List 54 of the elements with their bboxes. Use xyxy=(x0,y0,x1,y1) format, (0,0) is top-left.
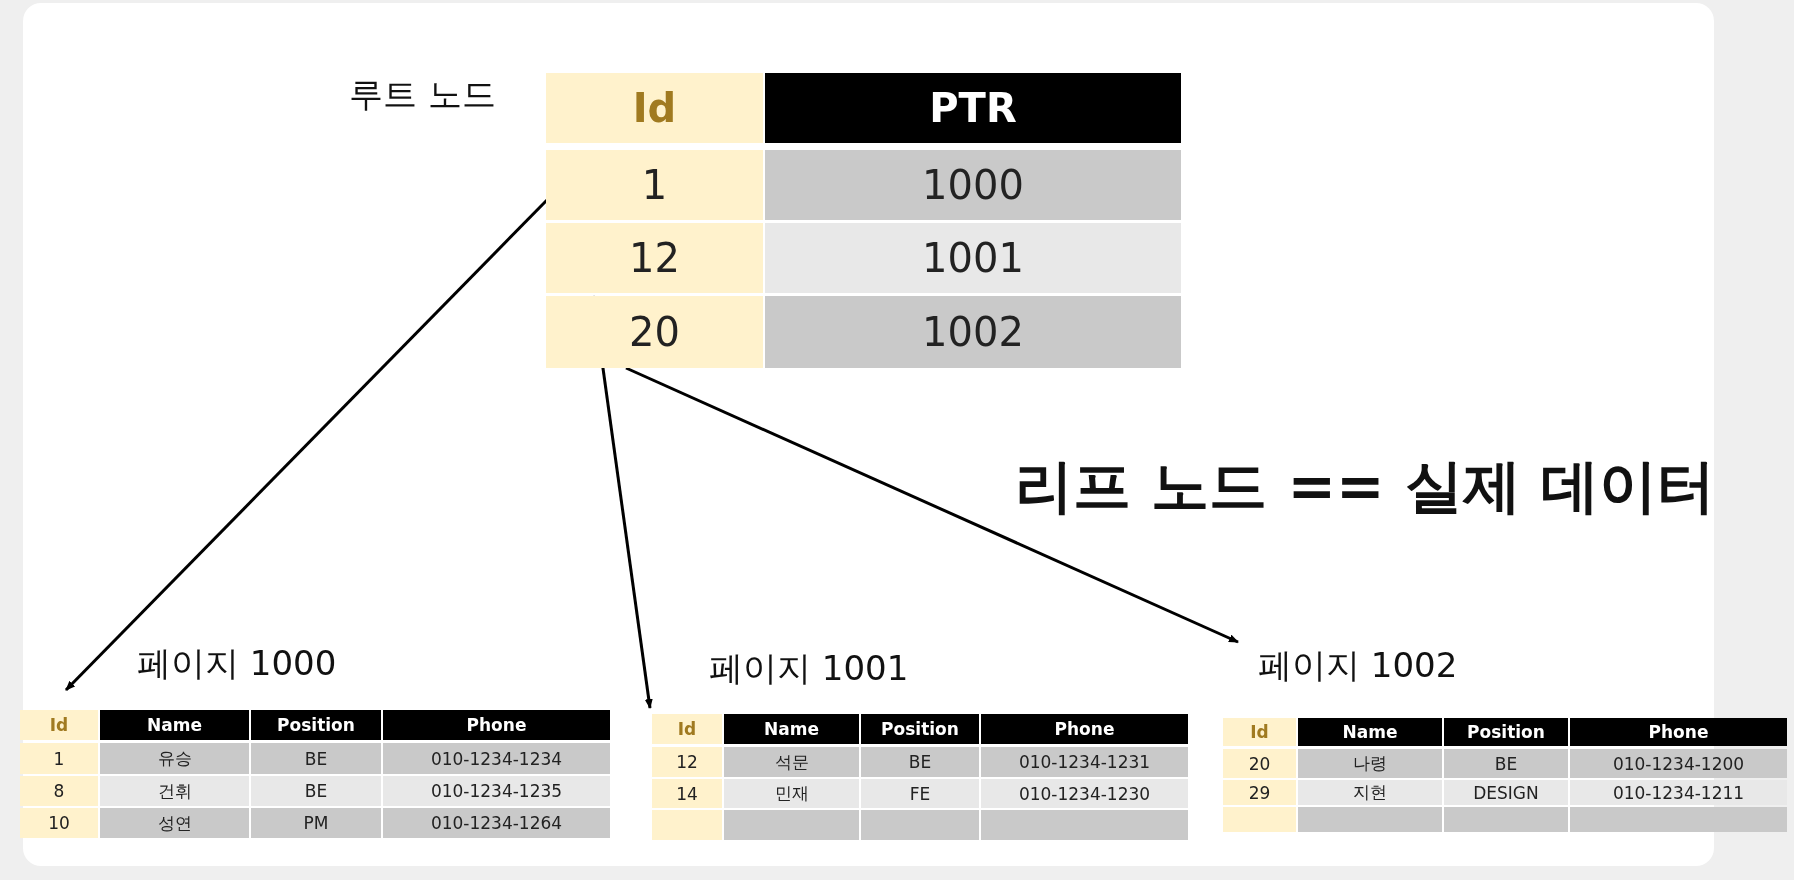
header-cell: Position xyxy=(861,714,979,744)
table-cell: 10 xyxy=(20,808,98,838)
table-cell: 010-1234-1231 xyxy=(981,747,1188,777)
table-cell: PM xyxy=(251,808,381,838)
table-cell: 14 xyxy=(652,779,722,808)
table-cell: 민재 xyxy=(724,779,859,808)
table-cell: 010-1234-1200 xyxy=(1570,749,1787,778)
header-cell: Id xyxy=(20,710,98,740)
table-heading: 페이지 1002 xyxy=(1258,644,1458,687)
table-cell: 1 xyxy=(546,150,763,220)
table-cell: 유승 xyxy=(100,743,249,774)
table-cell: 29 xyxy=(1223,780,1296,805)
table-cell: 건휘 xyxy=(100,776,249,806)
header-cell: Name xyxy=(724,714,859,744)
table-cell: 010-1234-1211 xyxy=(1570,780,1787,805)
table-cell: 지현 xyxy=(1298,780,1442,805)
header-cell: Position xyxy=(251,710,381,740)
header-cell: Phone xyxy=(981,714,1188,744)
table-cell: 12 xyxy=(546,223,763,293)
table-cell: 010-1234-1264 xyxy=(383,808,610,838)
arrow xyxy=(625,366,1239,644)
table-cell: 12 xyxy=(652,747,722,777)
table-cell: 1001 xyxy=(765,223,1181,293)
table-cell: BE xyxy=(1444,749,1568,778)
table-cell: 석문 xyxy=(724,747,859,777)
table-cell: 성연 xyxy=(100,808,249,838)
table-cell: 1 xyxy=(20,743,98,774)
header-cell: Phone xyxy=(1570,718,1787,746)
table-cell: 1002 xyxy=(765,296,1181,368)
table-cell: 010-1234-1235 xyxy=(383,776,610,806)
header-cell: PTR xyxy=(765,73,1181,143)
header-cell: Position xyxy=(1444,718,1568,746)
table-heading: 페이지 1000 xyxy=(137,642,337,685)
table-heading: 페이지 1001 xyxy=(709,647,909,690)
header-cell: Name xyxy=(100,710,249,740)
table-cell: BE xyxy=(861,747,979,777)
header-cell: Id xyxy=(1223,718,1296,746)
table-cell: 20 xyxy=(1223,749,1296,778)
table-cell: DESIGN xyxy=(1444,780,1568,805)
header-cell: Id xyxy=(652,714,722,744)
table-cell: 010-1234-1234 xyxy=(383,743,610,774)
table-cell: FE xyxy=(861,779,979,808)
table-cell: BE xyxy=(251,743,381,774)
table-cell: BE xyxy=(251,776,381,806)
table-heading: 루트 노드 xyxy=(349,73,496,116)
table-cell: 010-1234-1230 xyxy=(981,779,1188,808)
header-cell: Id xyxy=(546,73,763,143)
table-cell: 나령 xyxy=(1298,749,1442,778)
header-cell: Phone xyxy=(383,710,610,740)
caption-text: 리프 노드 == 실제 데이터 xyxy=(1015,451,1715,522)
header-cell: Name xyxy=(1298,718,1442,746)
table-cell: 1000 xyxy=(765,150,1181,220)
table-cell: 20 xyxy=(546,296,763,368)
table-cell: 8 xyxy=(20,776,98,806)
